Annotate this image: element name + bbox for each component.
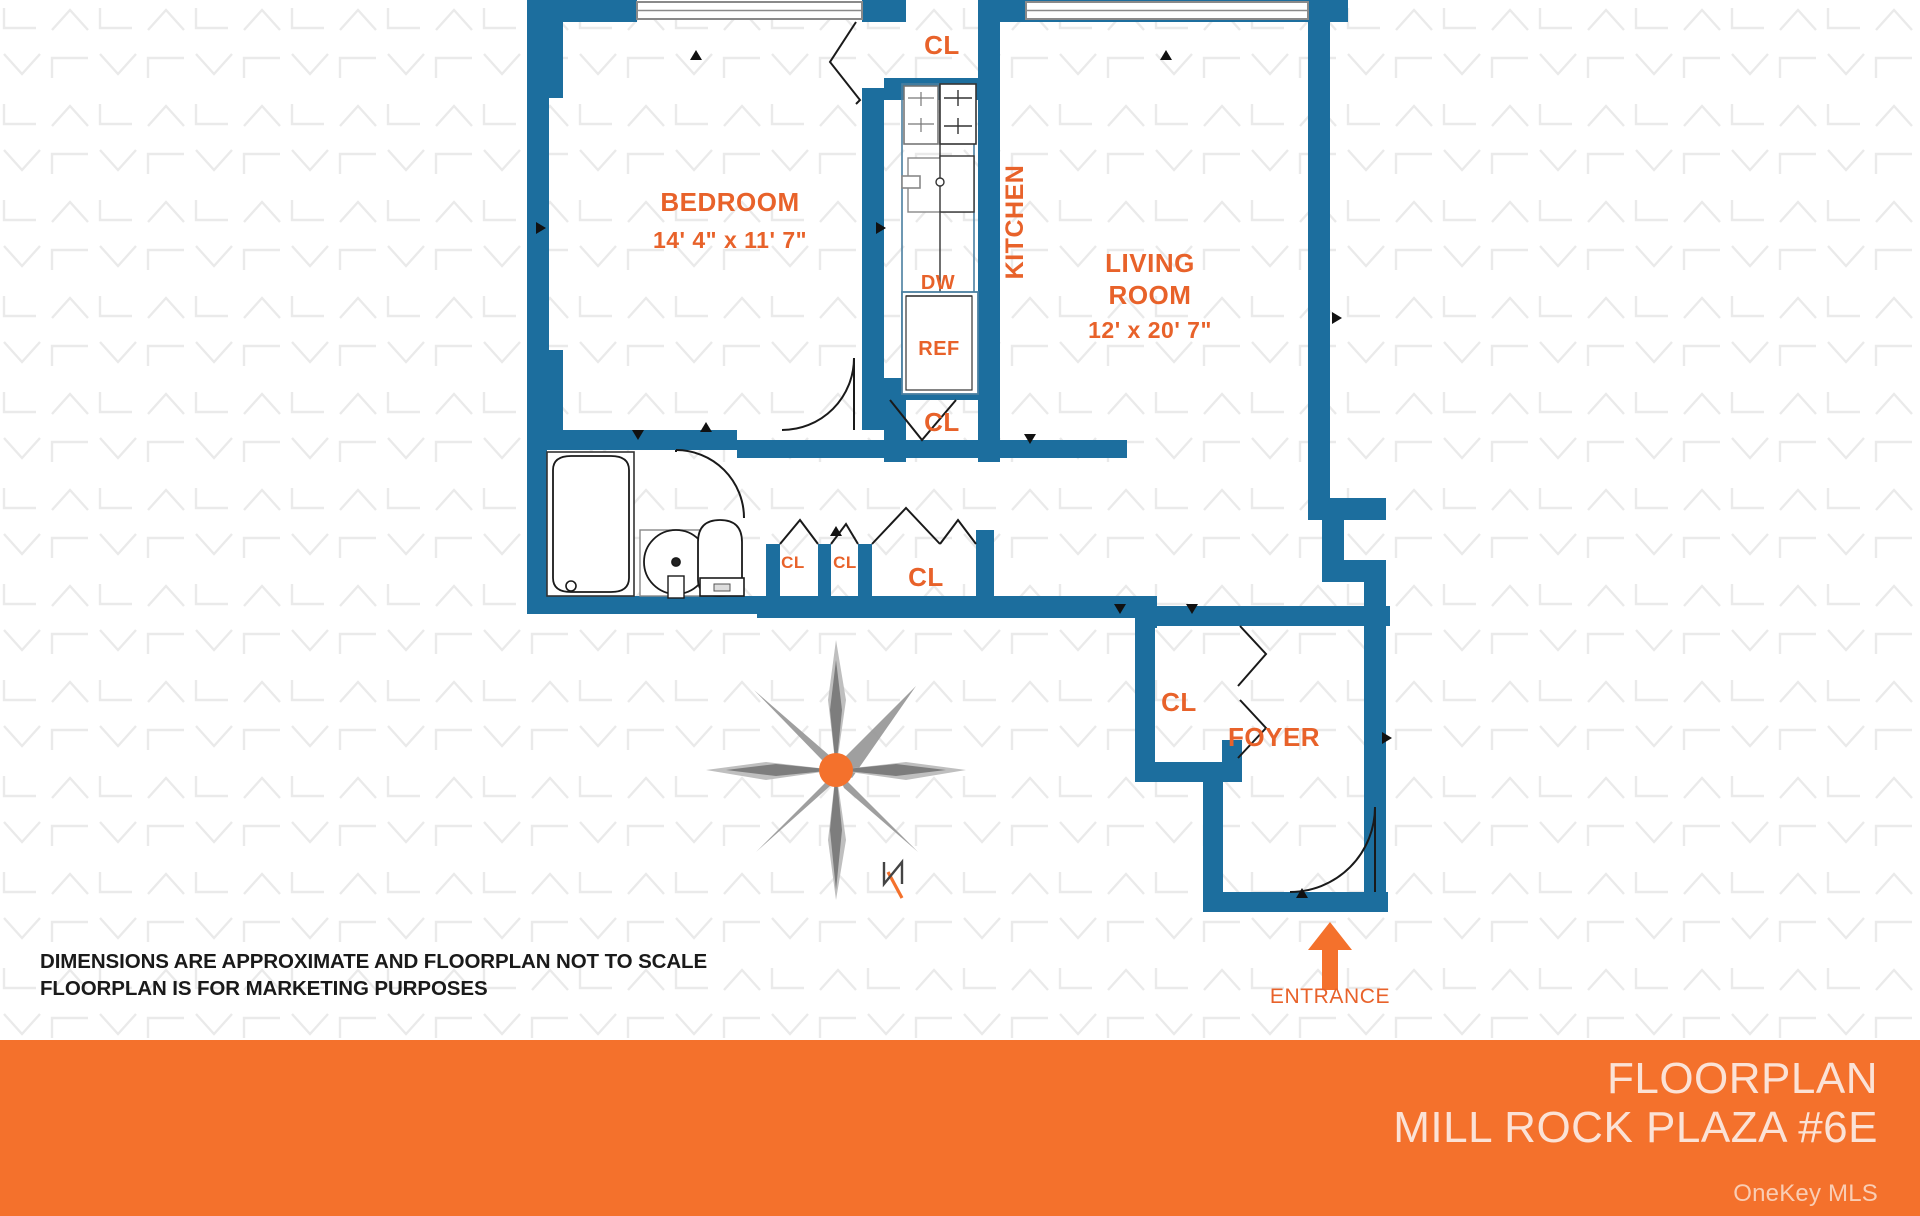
- footer-line-2: MILL ROCK PLAZA #6E: [1393, 1103, 1878, 1153]
- room-dimensions-bedroom: 14' 4" x 11' 7": [652, 227, 808, 253]
- entrance-label: ENTRANCE: [1269, 985, 1391, 1008]
- kitchen-fixtures: [901, 83, 979, 395]
- footer-title: FLOORPLAN MILL ROCK PLAZA #6E: [1393, 1054, 1878, 1153]
- windows: [636, 1, 1309, 20]
- appliance-label-dishwasher: DW: [920, 272, 956, 294]
- room-label-living-room-line1: LIVING: [1105, 248, 1195, 278]
- room-label-foyer: FOYER: [1228, 722, 1321, 752]
- door-swings: [675, 21, 1376, 893]
- bathroom-fixtures: [546, 451, 745, 599]
- closet-label-small-left: CL: [781, 553, 805, 572]
- room-dimensions-living-room: 12' x 20' 7": [1088, 317, 1212, 343]
- appliance-label-refrigerator: REF: [918, 338, 960, 360]
- closet-label-small-right: CL: [833, 553, 857, 572]
- closet-label-top: CL: [924, 30, 960, 60]
- wall-structure: [527, 0, 1390, 912]
- footer-band: FLOORPLAN MILL ROCK PLAZA #6E OneKey MLS: [0, 1040, 1920, 1216]
- compass-rose: [706, 640, 966, 900]
- room-label-bedroom: BEDROOM: [660, 187, 800, 217]
- entrance-arrow: [1308, 922, 1352, 990]
- wall-direction-markers: [536, 50, 1392, 898]
- footer-line-1: FLOORPLAN: [1606, 1054, 1878, 1103]
- mls-attribution: OneKey MLS: [1733, 1180, 1878, 1207]
- floorplan-drawing: [527, 0, 1392, 990]
- room-label-living-room-line2: ROOM: [1108, 280, 1192, 310]
- closet-label-hall: CL: [908, 562, 944, 592]
- closet-label-kitchen-south: CL: [924, 407, 960, 437]
- closet-label-foyer: CL: [1161, 687, 1197, 717]
- disclaimer-text: DIMENSIONS ARE APPROXIMATE AND FLOORPLAN…: [40, 950, 708, 1001]
- room-label-kitchen: KITCHEN: [1001, 164, 1029, 280]
